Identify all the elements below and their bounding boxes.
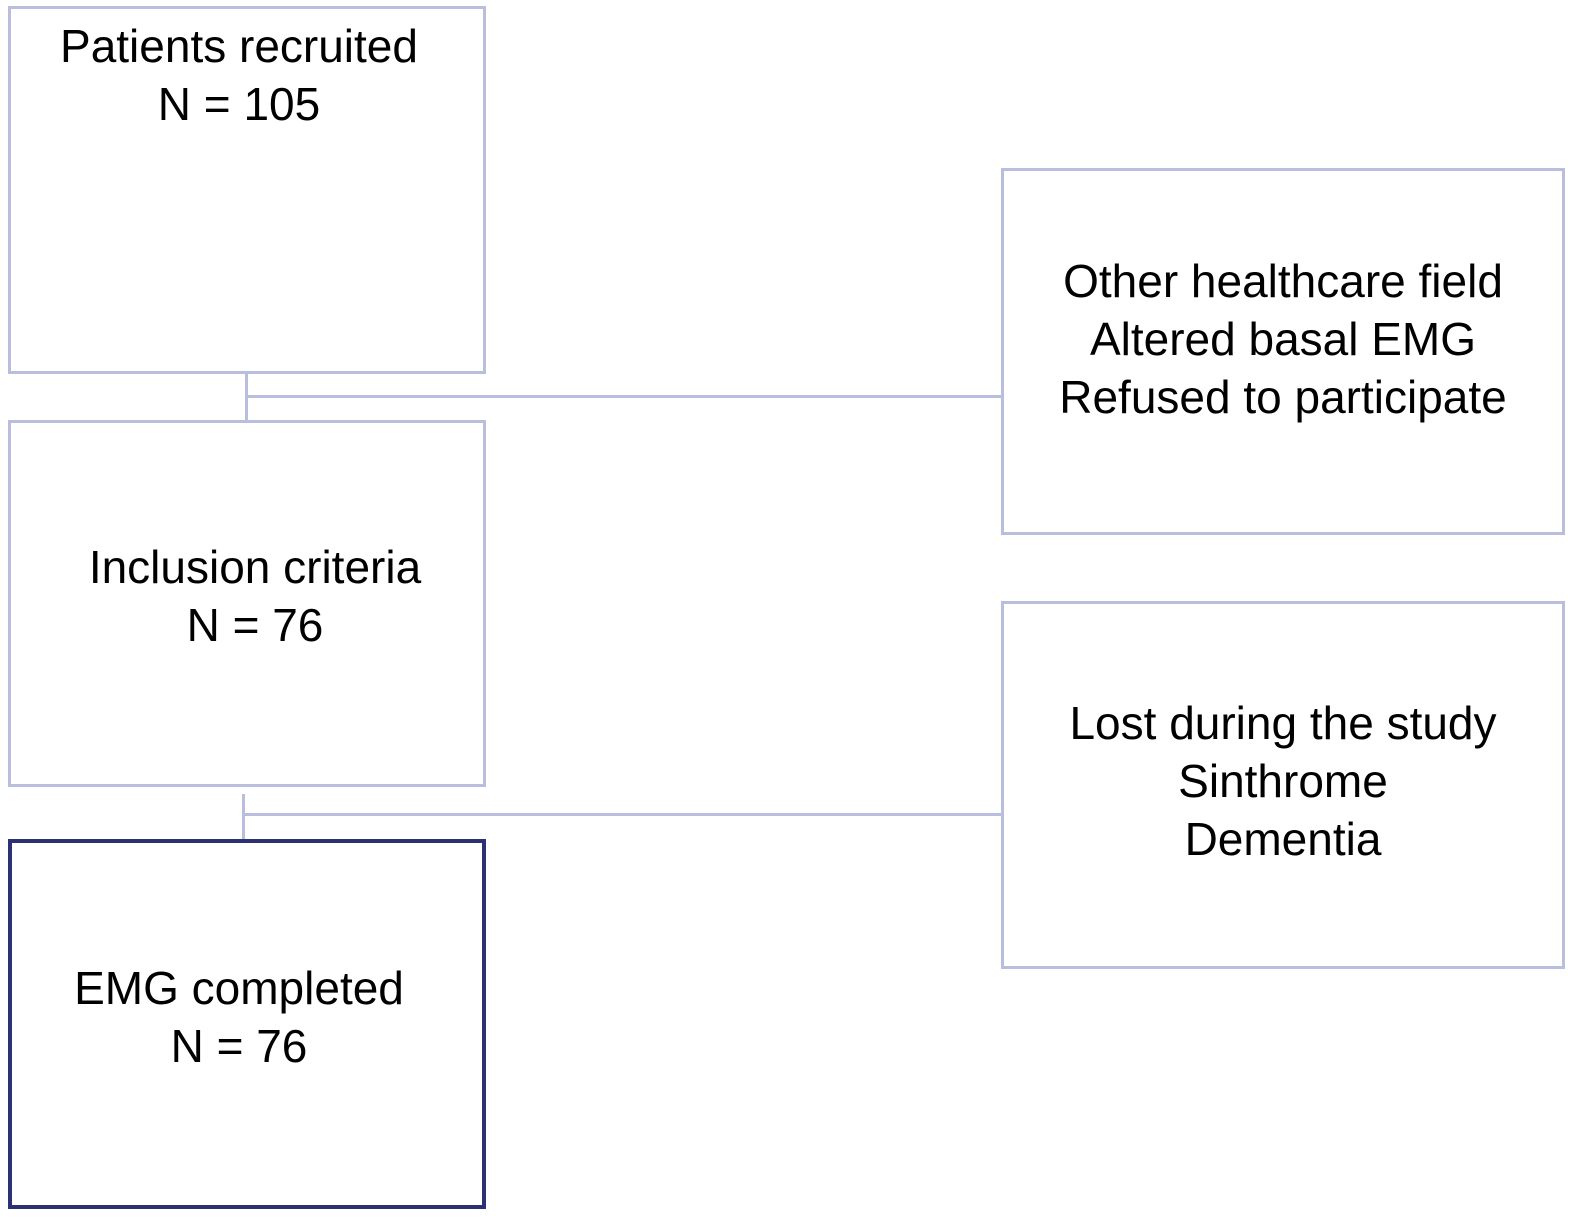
exclusion-box-1: Other healthcare field Altered basal EMG… [1001, 168, 1565, 535]
connector-to-exclusion-1 [245, 395, 1001, 398]
patients-recruited-count: N = 105 [157, 78, 321, 130]
patients-recruited-text: Patients recruited N = 105 [60, 17, 418, 133]
patients-recruited-label: Patients recruited [60, 20, 418, 72]
inclusion-criteria-label: Inclusion criteria [88, 540, 422, 593]
connector-inclusion-to-emg [242, 794, 245, 839]
exclusion-1-reason-3: Refused to participate [1059, 370, 1507, 423]
exclusion-2-reason-1: Lost during the study [1069, 697, 1497, 749]
connector-to-exclusion-2 [242, 813, 1001, 816]
patients-recruited-box: Patients recruited N = 105 [8, 6, 486, 374]
emg-completed-label: EMG completed [74, 962, 404, 1014]
exclusion-1-reason-2: Altered basal EMG [1089, 312, 1477, 365]
exclusion-2-reason-2: Sinthrome [1178, 755, 1388, 807]
inclusion-criteria-box: Inclusion criteria N = 76 [8, 420, 486, 787]
exclusion-box-2: Lost during the study Sinthrome Dementia [1001, 601, 1565, 969]
inclusion-criteria-count: N = 76 [186, 598, 324, 651]
emg-completed-count: N = 76 [170, 1020, 308, 1072]
emg-completed-box: EMG completed N = 76 [8, 839, 486, 1209]
exclusion-2-reason-3: Dementia [1184, 813, 1382, 865]
exclusion-1-text: Other healthcare field Altered basal EMG… [1059, 252, 1507, 426]
emg-completed-text: EMG completed N = 76 [74, 959, 404, 1075]
inclusion-criteria-text: Inclusion criteria N = 76 [89, 538, 421, 654]
exclusion-1-reason-1: Other healthcare field [1063, 254, 1503, 307]
exclusion-2-text: Lost during the study Sinthrome Dementia [1069, 694, 1496, 868]
